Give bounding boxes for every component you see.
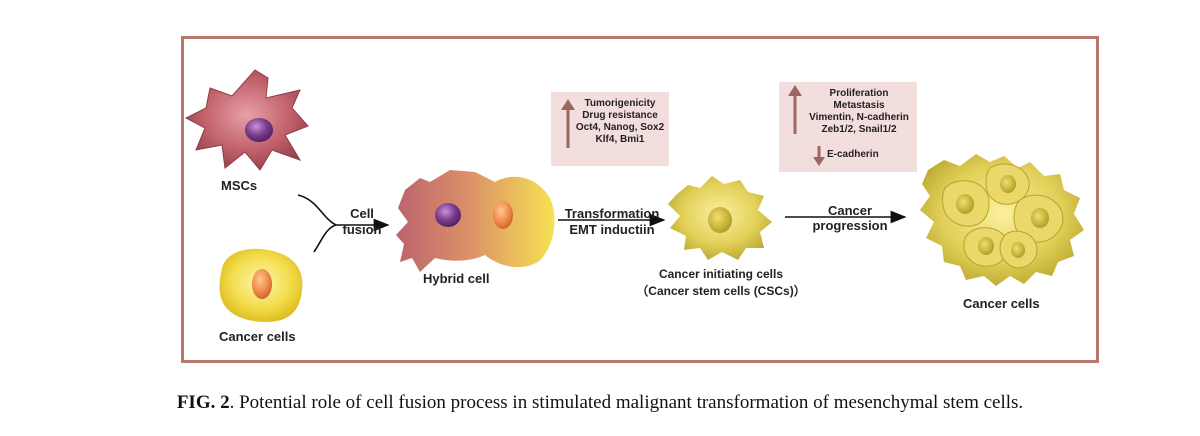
figure-number: FIG. 2 (176, 392, 230, 413)
box2-item: Metastasis (833, 100, 885, 111)
box1-item: Oct4, Nanog, Sox2 (575, 122, 665, 133)
cell-fusion-line: Cell (350, 206, 374, 221)
tumorigenicity-box: Tumorigenicity Drug resistance Oct4, Nan… (551, 92, 669, 166)
figure-caption: FIG. 2. Potential role of cell fusion pr… (0, 392, 1200, 414)
box2-down-item: E-cadherin (827, 149, 879, 160)
progression-line: progression (812, 218, 888, 233)
box1-item: Tumorigenicity (584, 98, 656, 109)
cell-fusion-line: fusion (342, 222, 382, 237)
cancer-cells-right-label: Cancer cells (963, 296, 1040, 311)
box1-item: Klf4, Bmi1 (595, 134, 645, 145)
msc-label: MSCs (221, 178, 258, 193)
progression-line: Cancer (827, 203, 873, 218)
box1-item: Drug resistance (582, 110, 658, 121)
hybrid-cell-label: Hybrid cell (423, 271, 490, 286)
progression-label: Cancer progression (800, 203, 900, 233)
transformation-line: Transformation (564, 206, 660, 221)
caption-text: . Potential role of cell fusion process … (229, 392, 1024, 413)
box2-item: Proliferation (829, 88, 889, 99)
csc-label: Cancer initiating cells （Cancer stem cel… (616, 266, 826, 300)
proliferation-box: Proliferation Metastasis Vimentin, N-cad… (779, 82, 917, 172)
transformation-line: EMT inductiin (569, 222, 655, 237)
box2-item: Vimentin, N-cadherin (809, 112, 909, 123)
csc-line: （Cancer stem cells (CSCs)） (636, 284, 806, 298)
cancer-cells-left-label: Cancer cells (219, 329, 296, 344)
box2-item: Zeb1/2, Snail1/2 (821, 124, 897, 135)
cell-fusion-label: Cell fusion (334, 206, 390, 238)
csc-line: Cancer initiating cells (658, 267, 784, 281)
transformation-label: Transformation EMT inductiin (556, 206, 668, 238)
diagram-frame (181, 36, 1099, 363)
